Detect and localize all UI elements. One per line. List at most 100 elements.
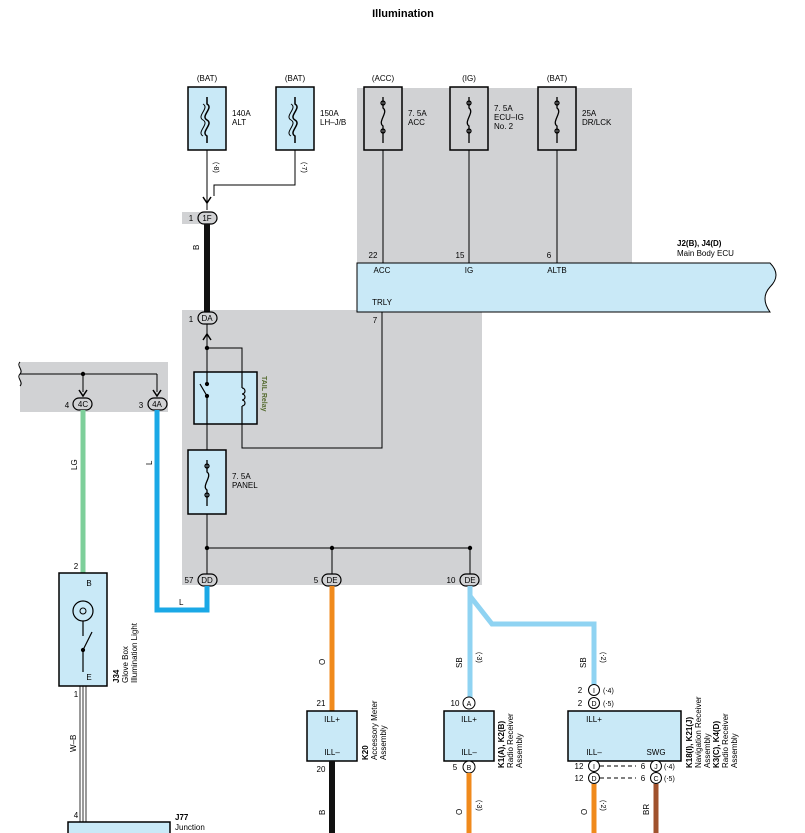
arrow-icon	[202, 196, 212, 205]
pin-label: 1	[74, 690, 79, 699]
pin-connector	[650, 760, 662, 772]
pin-connector-label: I	[593, 688, 595, 695]
relay-switch-icon	[199, 372, 210, 424]
connector-label: DE	[464, 576, 475, 585]
component-name: Assembly	[730, 733, 739, 768]
pin-connector	[588, 772, 600, 784]
connector-label: 1F	[202, 214, 211, 223]
source-label: (IG)	[462, 74, 476, 83]
k18-navigation-receiver	[567, 710, 682, 762]
pin-label: 12	[575, 762, 584, 771]
wire-color-label: O	[455, 809, 464, 815]
left-junction-wires	[20, 373, 158, 392]
ecu-fuse-block-shade	[357, 88, 632, 266]
fuse-amp-label: 25A	[582, 109, 597, 118]
fusible-link-icon	[200, 97, 298, 143]
connector-pin: 57	[185, 576, 194, 585]
note-label: (⋅4)	[603, 688, 614, 695]
arrow-icon	[202, 332, 212, 341]
wire-color-label: W–B	[69, 735, 78, 752]
connector-pin: 4	[65, 401, 70, 410]
fuse-name-label: LH–J/B	[320, 118, 346, 127]
source-label: (ACC)	[372, 74, 395, 83]
connector-1f-tab	[182, 212, 200, 224]
wire-l	[154, 410, 210, 613]
wire-color-label: B	[318, 810, 327, 815]
connector-pin: 10	[447, 576, 456, 585]
component-name: Accessory Meter	[370, 700, 379, 760]
splice-dot	[80, 371, 86, 377]
ecu-name: Main Body ECU	[677, 249, 734, 258]
component-name: Radio Receiver	[506, 713, 515, 768]
terminal-label: ILL–	[461, 748, 477, 757]
pin-connector-label: D	[591, 701, 596, 708]
splice-dot	[204, 545, 210, 551]
terminal-label: ILL+	[461, 715, 477, 724]
connector-pin: 3	[139, 401, 144, 410]
wire-color-label: O	[580, 809, 589, 815]
component-ref: J77	[175, 813, 189, 822]
wire-w-b	[79, 686, 87, 822]
pin-label: 6	[641, 774, 646, 783]
note-label: (⋅3)	[475, 652, 482, 663]
wire-color-label: SB	[455, 657, 464, 668]
relay-coil-icon	[241, 372, 246, 424]
component-ref: K20	[361, 745, 370, 760]
terminal-label: ILL+	[586, 715, 602, 724]
connector-pin: 5	[314, 576, 319, 585]
ecu-terminal: ALTB	[547, 266, 566, 275]
terminal-label: ILL–	[324, 748, 340, 757]
fuse-name-label: PANEL	[232, 481, 258, 490]
terminal-label: B	[86, 579, 91, 588]
pin-connector-label: I	[593, 764, 595, 771]
connector-label: DD	[201, 576, 213, 585]
component-name: Navigation Receiver	[694, 696, 703, 768]
j77-junction-box	[67, 821, 171, 833]
terminal-label: SWG	[646, 748, 665, 757]
connector-label: DA	[201, 314, 213, 323]
splice-dot	[204, 345, 210, 351]
wire-color-label: L	[145, 460, 154, 465]
source-label: (BAT)	[547, 74, 568, 83]
component-name: Illumination Light	[130, 622, 139, 683]
pin-label: 6	[641, 762, 646, 771]
fuse-amp-label: 140A	[232, 109, 251, 118]
component-name: Junction	[175, 823, 205, 832]
fuse-name-label: DR/LCK	[582, 118, 612, 127]
fuse-amp-label: 7. 5A	[232, 472, 251, 481]
connector-label: DE	[326, 576, 337, 585]
wire-color-label: L	[179, 598, 184, 607]
ecu-terminal: ACC	[374, 266, 391, 275]
bulb-filament-icon	[79, 607, 87, 615]
terminal-label: E	[86, 673, 91, 682]
fuse-amp-label: 7. 5A	[494, 104, 513, 113]
pin-connector	[650, 772, 662, 784]
pin-label: 2	[578, 686, 583, 695]
terminal-label: ILL–	[586, 748, 602, 757]
ecu-pin: 7	[373, 316, 378, 325]
pin-label: 12	[575, 774, 584, 783]
fuse-amp-label: 7. 5A	[408, 109, 427, 118]
ecu-terminal: TRLY	[372, 298, 393, 307]
connector-pin: 1	[189, 214, 194, 223]
pin-connector-label: D	[591, 776, 596, 783]
page-title: Illumination	[372, 8, 434, 20]
note-label: (⋅2)	[599, 800, 606, 811]
k1-radio-receiver	[443, 710, 495, 762]
fuse-icon	[380, 97, 560, 143]
fuse-name-label: No. 2	[494, 122, 514, 131]
left-junction-shade	[20, 362, 168, 412]
component-ref: K1(A), K2(B)	[497, 721, 506, 768]
pin-label: 2	[74, 562, 79, 571]
wire-color-label: SB	[579, 657, 588, 668]
pin-label: 21	[317, 699, 326, 708]
pin-label: 10	[451, 699, 460, 708]
component-name: Assembly	[379, 725, 388, 760]
wire-color-label: BR	[642, 804, 651, 815]
wire-color-label: B	[192, 245, 201, 250]
connector-pin: 1	[189, 315, 194, 324]
fuse-name-label: ECU–IG	[494, 113, 524, 122]
ecu-ref: J2(B), J4(D)	[677, 239, 722, 248]
component-ref: K18(I), K21(J)	[685, 717, 694, 768]
